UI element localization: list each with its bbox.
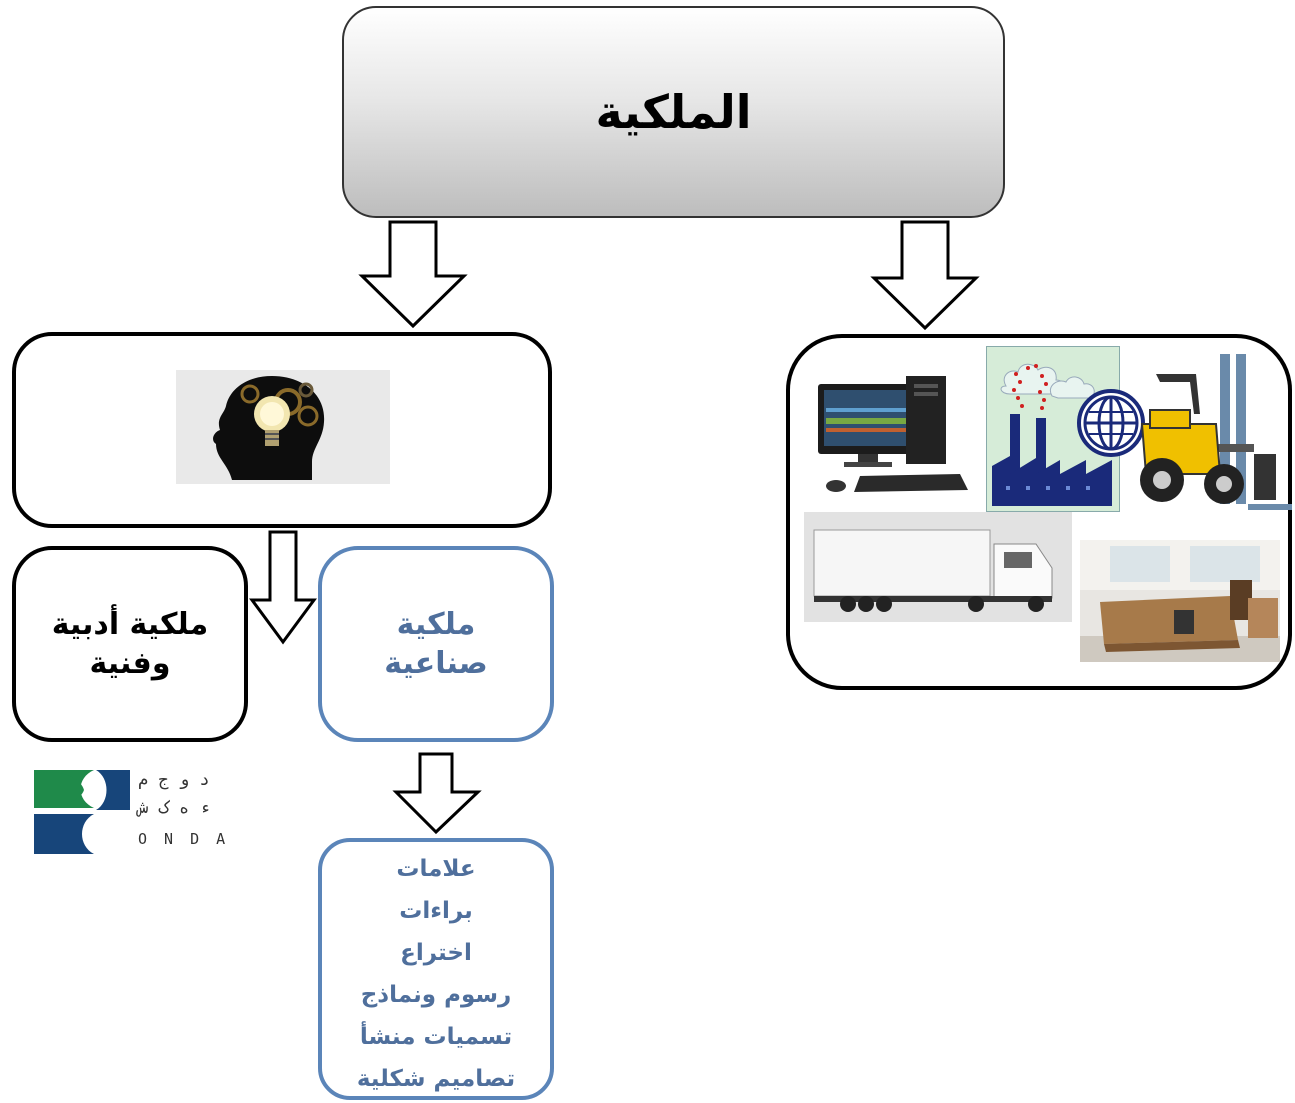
computer-icon [810,372,976,496]
industrial-items-list: علامات براءات اختراع رسوم ونماذج تسميات … [318,838,554,1100]
industrial-property-box: ملكية صناعية [318,546,554,742]
truck-icon [804,512,1072,622]
root-title: الملكية [595,85,752,139]
forklift-icon [1136,354,1292,526]
arrow-down-list [392,752,482,835]
list-item: تسميات منشأ [359,1024,513,1050]
logo-text-row1: د و ج م [138,770,210,790]
list-item: براءات [399,898,473,924]
literary-artistic-property-box: ملكية أدبية وفنية [12,546,248,742]
arrow-down-right [870,220,980,331]
list-item: تصاميم شكلية [356,1066,516,1092]
logo-text-row2: ء ه ک ش [138,798,210,818]
factory-icon [986,346,1120,512]
idea-head-icon [176,370,390,484]
root-node: الملكية [342,6,1005,218]
arrow-down-small [249,530,317,645]
list-item: علامات [396,856,476,882]
office-desk-icon [1080,540,1280,662]
list-item: رسوم ونماذج [360,982,512,1008]
list-item: اختراع [400,940,472,966]
logo-text-row3: O N D A [138,830,230,848]
arrow-down-left [358,220,468,329]
onda-logo: د و ج م ء ه ک ش O N D A [34,770,230,854]
industrial-property-label: ملكية صناعية [384,607,488,681]
literary-artistic-label: ملكية أدبية وفنية [51,607,209,681]
